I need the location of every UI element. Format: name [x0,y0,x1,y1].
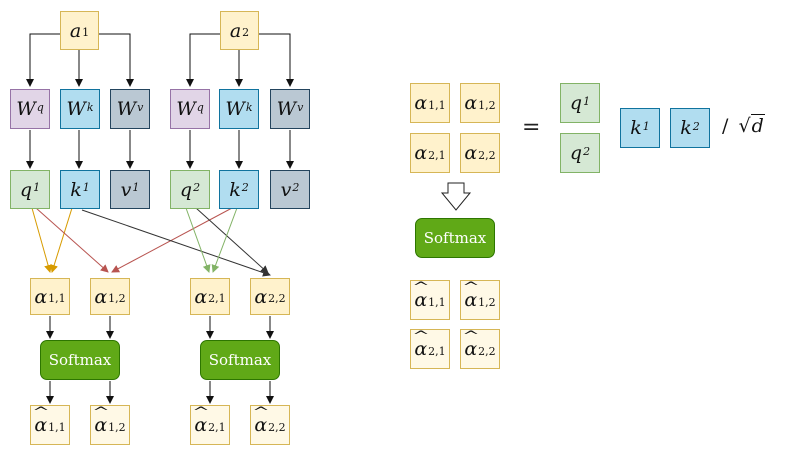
edge-k2-a21 [211,207,238,273]
softmax-block-2: Softmax [200,340,280,380]
hollow-down-arrow-icon [440,182,472,211]
alpha-hat-1-1: α1,1 [30,405,70,445]
edge-q2-a22 [195,207,269,274]
matrix-alpha-hat-1-1: α1,1 [410,280,450,320]
softmax-block-matrix: Softmax [415,218,495,258]
matrix-alpha-hat-1-2: α1,2 [460,280,500,320]
edge-q2-a21 [185,207,211,273]
matrix-alpha-hat-2-1: α2,1 [410,329,450,369]
alpha-hat-2-2: α2,2 [250,405,290,445]
matrix-alpha-hat-2-2: α2,2 [460,329,500,369]
edge-a2-wv [259,33,294,87]
edge-a2-wq [186,33,220,87]
softmax-block-1: Softmax [40,340,120,380]
scale-divisor: / √d [722,114,765,137]
edge-a1-wq [26,33,60,87]
edge-k1-a22 [81,209,271,277]
edge-a1-wv [99,33,134,87]
edge-q1-a12 [35,207,109,273]
alpha-hat-2-1: α2,1 [190,405,230,445]
edge-q1-a11 [31,207,52,273]
edge-k2-a12 [111,207,233,273]
alpha-hat-1-2: α1,2 [90,405,130,445]
equals-sign: = [522,115,541,140]
edge-k1-a11 [50,207,73,273]
